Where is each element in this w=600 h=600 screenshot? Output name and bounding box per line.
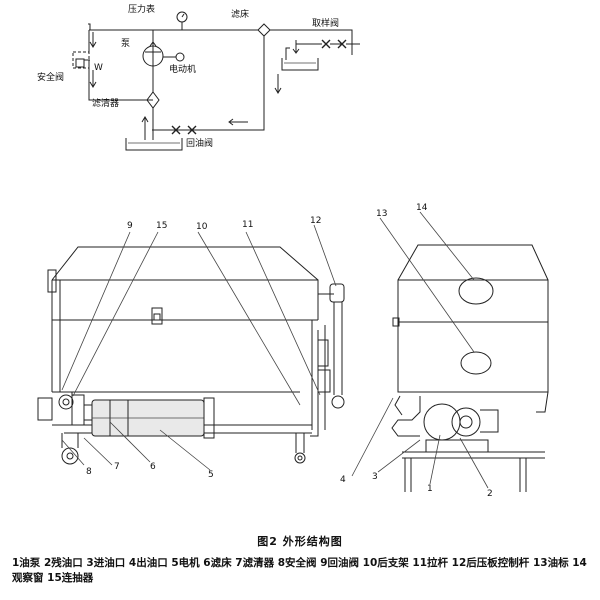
callout-6: 6 xyxy=(150,462,156,472)
label-sampling-valve: 取样阀 xyxy=(312,17,339,29)
sampling-valve-icon xyxy=(321,39,360,49)
observation-window-icon xyxy=(458,277,494,305)
callout-11: 11 xyxy=(242,220,253,230)
callout-12: 12 xyxy=(310,216,321,226)
rear-press-control-lever xyxy=(310,283,345,437)
label-pressure-gauge: 压力表 xyxy=(128,3,155,15)
label-filter-bed: 滤床 xyxy=(231,8,249,20)
motor-icon xyxy=(163,52,185,62)
callout-3: 3 xyxy=(372,472,378,482)
side-view-drawing: 9 15 10 11 12 8 7 6 5 xyxy=(37,216,345,480)
callout-14: 14 xyxy=(416,203,428,213)
pressure-gauge-icon xyxy=(176,11,188,30)
figure-legend: 1油泵 2残油口 3进油口 4出油口 5电机 6滤床 7滤清器 8安全阀 9回油… xyxy=(12,557,587,584)
label-pump: 泵 xyxy=(121,38,130,49)
filter-bed-diamond-icon xyxy=(257,23,271,37)
oil-gauge-icon xyxy=(460,351,492,375)
wheel-right-icon xyxy=(294,433,306,464)
label-valve-mark: W xyxy=(94,63,103,73)
callout-10: 10 xyxy=(196,222,208,232)
oil-pump-assembly xyxy=(37,391,93,426)
label-safety-valve: 安全阀 xyxy=(37,71,64,83)
callout-4: 4 xyxy=(340,475,346,485)
end-view-drawing: 13 14 4 3 1 2 xyxy=(340,203,549,499)
callout-5: 5 xyxy=(208,470,214,480)
callout-2: 2 xyxy=(487,489,493,499)
label-motor: 电动机 xyxy=(169,63,196,75)
motor-body xyxy=(91,397,215,439)
callout-1: 1 xyxy=(427,484,433,494)
flow-schematic: 压力表 滤床 取样阀 泵 安全阀 W 电动机 滤清器 回油阀 xyxy=(37,3,360,151)
callout-15: 15 xyxy=(156,221,167,231)
callout-7: 7 xyxy=(114,462,120,472)
callout-13: 13 xyxy=(376,209,387,219)
pump-motor-front xyxy=(391,395,499,441)
figure-caption: 图2 外形结构图 xyxy=(257,535,343,548)
callout-9: 9 xyxy=(127,221,133,231)
label-filter: 滤清器 xyxy=(92,97,119,109)
return-valve-icon xyxy=(171,125,205,135)
wheel-left-icon xyxy=(61,433,79,465)
callout-8: 8 xyxy=(86,467,92,477)
safety-valve-icon xyxy=(72,51,90,69)
label-return-valve: 回油阀 xyxy=(186,137,213,149)
